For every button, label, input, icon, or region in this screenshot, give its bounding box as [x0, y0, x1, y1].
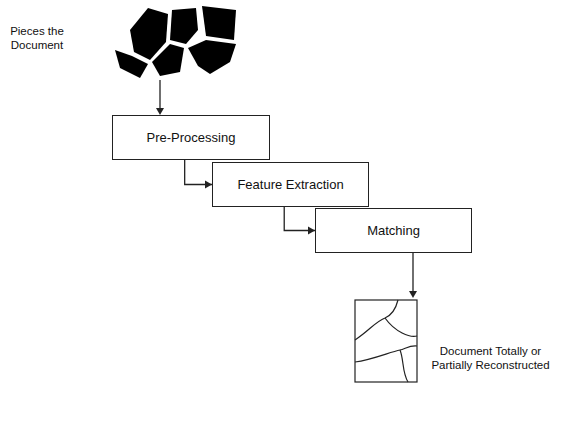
caption-label: Document Totally or Partially Reconstruc… [428, 344, 553, 373]
document-pieces [115, 6, 236, 78]
flow-arrow [160, 80, 413, 293]
process-box: Matching [315, 208, 472, 253]
box-text: Feature Extraction [237, 177, 343, 192]
caption-label: Pieces the Document [2, 24, 72, 53]
box-text: Matching [367, 223, 420, 238]
box-text: Pre-Processing [147, 130, 236, 145]
reconstructed-document [355, 300, 417, 382]
flow-connector [185, 160, 212, 189]
process-box: Pre-Processing [112, 115, 270, 160]
process-box: Feature Extraction [212, 162, 369, 207]
flow-connector [284, 207, 315, 235]
